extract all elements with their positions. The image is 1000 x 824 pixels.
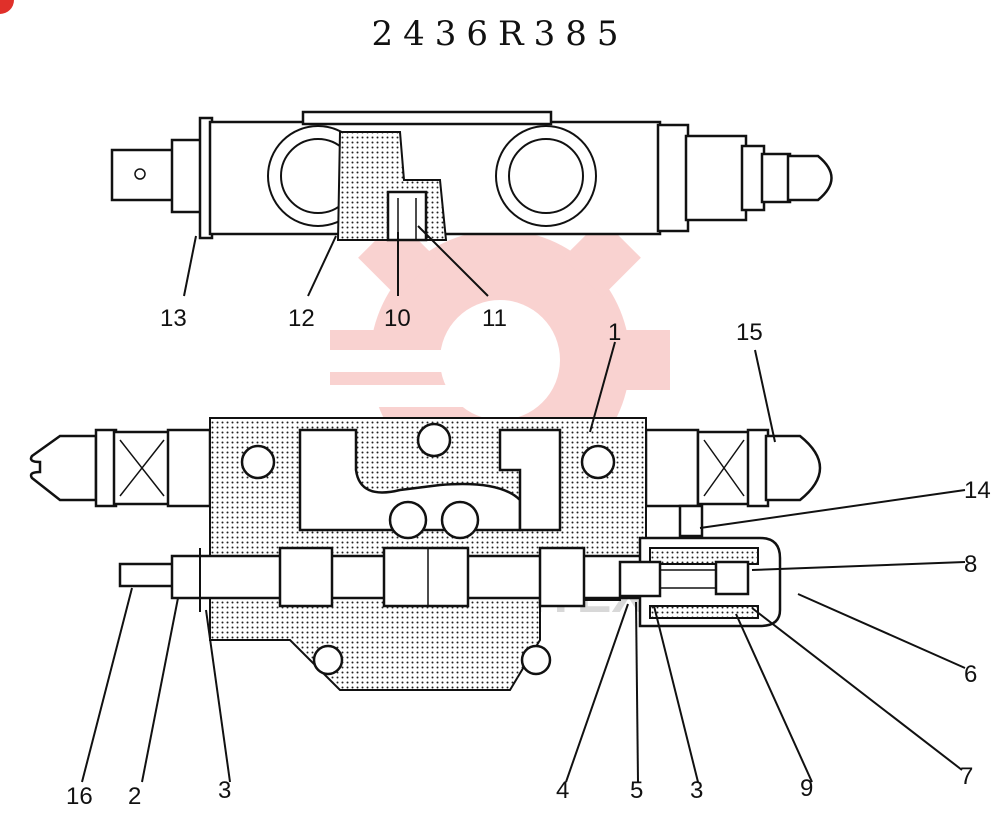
callout-13: 13 xyxy=(160,305,187,332)
left-acorn-nut xyxy=(29,434,98,502)
callout-14: 14 xyxy=(964,477,991,504)
spool-end-tab xyxy=(118,562,178,588)
callout-7: 7 xyxy=(960,763,973,790)
callout-5: 5 xyxy=(630,777,643,804)
callout-4: 4 xyxy=(556,777,569,804)
callout-3-left: 3 xyxy=(218,777,231,804)
callout-1: 1 xyxy=(608,319,621,346)
end-cap-nut xyxy=(786,154,833,202)
callout-8: 8 xyxy=(964,551,977,578)
port-fitting xyxy=(678,504,704,538)
callout-labels: 13 12 10 11 1 15 14 8 6 7 9 3 5 4 3 2 16 xyxy=(66,305,991,810)
right-port xyxy=(508,138,584,214)
callout-12: 12 xyxy=(288,305,315,332)
callout-3-right: 3 xyxy=(690,777,703,804)
body-port-top xyxy=(416,422,452,458)
section-view xyxy=(29,417,822,691)
callout-15: 15 xyxy=(736,319,763,346)
right-acorn-nut xyxy=(764,434,822,502)
top-view xyxy=(110,110,833,242)
corner-mark-icon xyxy=(0,0,14,14)
callout-9: 9 xyxy=(800,775,813,802)
callout-11: 11 xyxy=(482,305,507,332)
callout-16: 16 xyxy=(66,783,93,810)
part-number-title: 2436R385 xyxy=(371,14,629,54)
callout-2: 2 xyxy=(128,783,141,810)
callout-10: 10 xyxy=(384,305,411,332)
callout-6: 6 xyxy=(964,661,977,688)
leader-lines xyxy=(81,225,966,783)
